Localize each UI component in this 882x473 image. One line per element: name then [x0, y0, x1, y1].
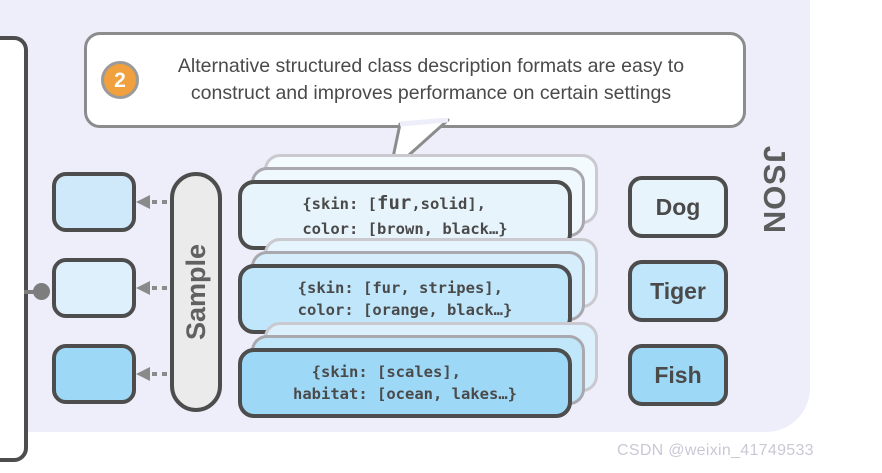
- json-card-2-code: {skin: [fur, stripes], color: [orange, bl…: [298, 277, 513, 322]
- sample-box-1: [52, 172, 136, 232]
- json-card-3-code: {skin: [scales], habitat: [ocean, lakes…}: [293, 361, 517, 406]
- sample-connector-dot: [33, 283, 50, 300]
- callout-text: Alternative structured class description…: [177, 55, 685, 104]
- json-line2: color: [brown, black…}: [302, 219, 508, 238]
- class-box-tiger: Tiger: [628, 260, 728, 322]
- callout-badge-number: 2: [101, 61, 139, 99]
- json-line1-post: ,solid],: [411, 194, 486, 213]
- class-box-fish: Fish: [628, 344, 728, 406]
- json-card-stack-3: {skin: [scales], habitat: [ocean, lakes…}: [238, 322, 598, 422]
- arrow-to-sample-2-icon: [136, 281, 172, 295]
- json-card-1-code: {skin: [fur,solid], color: [brown, black……: [302, 190, 507, 240]
- json-line2: habitat: [ocean, lakes…}: [293, 385, 517, 403]
- json-line1-emphasis: fur: [377, 191, 412, 214]
- json-line1: {skin: [scales],: [293, 362, 461, 381]
- sample-rail: [170, 172, 222, 412]
- json-line2: color: [orange, black…}: [297, 301, 513, 319]
- json-line1-pre: {skin: [: [302, 194, 377, 213]
- sample-box-2: [52, 258, 136, 318]
- json-vertical-label: JSON: [757, 145, 792, 235]
- watermark: CSDN @weixin_41749533: [617, 442, 814, 459]
- class-box-dog: Dog: [628, 176, 728, 238]
- sample-connector-stub: [24, 290, 38, 294]
- arrow-to-sample-1-icon: [136, 195, 172, 209]
- left-partial-card: [0, 36, 28, 462]
- callout-bubble: 2 Alternative structured class descripti…: [84, 32, 746, 128]
- arrow-to-sample-3-icon: [136, 367, 172, 381]
- json-line1: {skin: [fur, stripes],: [297, 278, 503, 297]
- json-card-3: {skin: [scales], habitat: [ocean, lakes…}: [238, 348, 572, 418]
- sample-box-3: [52, 344, 136, 404]
